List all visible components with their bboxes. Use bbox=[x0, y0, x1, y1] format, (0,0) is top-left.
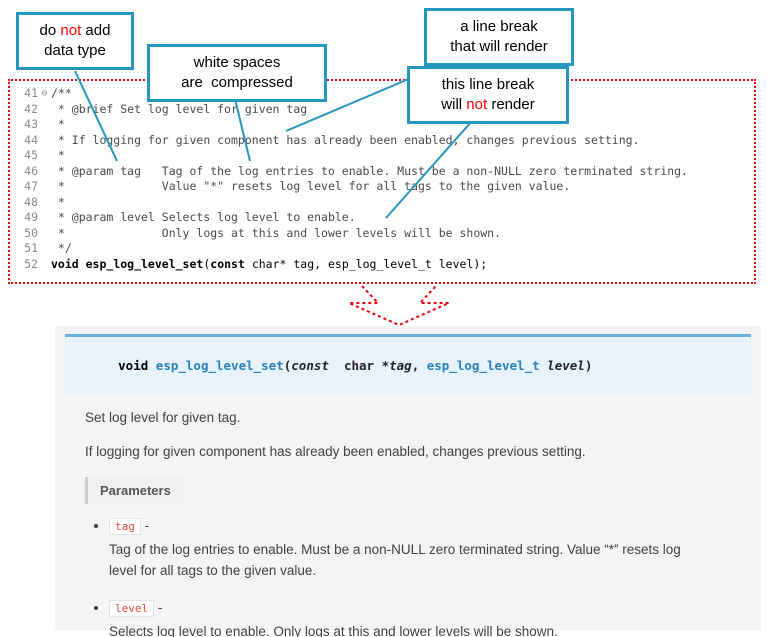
code-text: * Value "*" resets log level for all tag… bbox=[51, 179, 571, 193]
sig-function-name: esp_log_level_set bbox=[155, 358, 284, 373]
code-line: 41 ⊖ /** bbox=[12, 86, 752, 102]
paren: ( bbox=[203, 256, 211, 271]
keyword-void: void bbox=[51, 256, 86, 271]
callout-text: that will render bbox=[450, 38, 548, 55]
code-text: * bbox=[51, 194, 65, 209]
fold-marker-icon bbox=[38, 179, 51, 195]
callout-break-render: a line break that will render bbox=[424, 8, 574, 66]
sig-arg-level: level bbox=[547, 358, 585, 373]
code-text: */ bbox=[51, 241, 72, 255]
parameter-list: tag - Tag of the log entries to enable. … bbox=[85, 518, 737, 637]
callout-text: data type bbox=[44, 42, 106, 59]
fold-marker-icon bbox=[38, 226, 51, 242]
code-text: /** bbox=[51, 86, 72, 100]
line-number: 43 bbox=[24, 117, 38, 131]
code-line: 49 * @param level Selects log level to e… bbox=[12, 210, 752, 226]
sig-arg-tag: tag bbox=[389, 358, 412, 373]
line-number: 48 bbox=[24, 194, 38, 209]
emphasis-not: not bbox=[466, 96, 488, 113]
sig-paren-open: ( bbox=[283, 358, 292, 373]
code-editor-panel: 41 ⊖ /** 42 * @brief Set log level for g… bbox=[8, 79, 756, 284]
callout-break-norender: this line break will not render bbox=[407, 66, 569, 124]
code-text: * @param level Selects log level to enab… bbox=[51, 210, 356, 224]
docs-body: Set log level for given tag. If logging … bbox=[65, 408, 751, 637]
function-signature: void esp_log_level_set(const char *tag, … bbox=[65, 334, 751, 394]
param-dash: - bbox=[157, 599, 163, 615]
code-text: * Only logs at this and lower levels wil… bbox=[51, 225, 502, 240]
param-description: Tag of the log entries to enable. Must b… bbox=[109, 542, 681, 579]
fold-marker-icon bbox=[38, 210, 51, 226]
fold-marker-icon bbox=[38, 195, 51, 211]
line-number: 41 bbox=[24, 86, 38, 100]
emphasis-not: not bbox=[60, 22, 82, 39]
code-text: * If logging for given component has alr… bbox=[51, 132, 640, 147]
function-name: esp_log_level_set bbox=[85, 256, 204, 271]
callout-text: do not add bbox=[39, 22, 111, 39]
sig-comma: , bbox=[411, 358, 427, 373]
sig-const-keyword: const bbox=[291, 358, 337, 373]
param-description: Selects log level to enable. Only logs a… bbox=[109, 623, 558, 637]
fold-marker-icon bbox=[38, 133, 51, 149]
code-line: 48 * bbox=[12, 195, 752, 211]
param-dash: - bbox=[144, 518, 150, 534]
line-number: 49 bbox=[24, 210, 38, 224]
callout-text: are compressed bbox=[181, 74, 293, 91]
line-number: 47 bbox=[24, 179, 38, 193]
fold-marker-icon bbox=[38, 102, 51, 118]
line-number: 52 bbox=[24, 256, 38, 271]
callout-text: white spaces bbox=[193, 54, 281, 71]
code-line: 51 */ bbox=[12, 241, 752, 257]
callout-text: a line break bbox=[460, 18, 538, 35]
fold-marker-icon bbox=[38, 117, 51, 133]
callout-no-datatype: do not add data type bbox=[16, 12, 134, 70]
fold-marker-icon[interactable]: ⊖ bbox=[41, 88, 48, 99]
sig-return-type: void bbox=[118, 358, 156, 373]
param-name-code: tag bbox=[109, 518, 141, 536]
callout-whitespace: white spaces are compressed bbox=[147, 44, 327, 102]
code-line: 44 * If logging for given component has … bbox=[12, 133, 752, 149]
line-number: 42 bbox=[24, 101, 38, 116]
code-line: 46 * @param tag Tag of the log entries t… bbox=[12, 164, 752, 180]
red-dotted-arrow bbox=[348, 285, 450, 327]
code-text: * bbox=[51, 148, 65, 162]
sig-char-type: char * bbox=[336, 358, 390, 373]
rendered-docs-panel: void esp_log_level_set(const char *tag, … bbox=[55, 326, 761, 637]
code-text: * bbox=[51, 117, 65, 131]
callout-text: will not render bbox=[441, 96, 535, 113]
line-number: 44 bbox=[24, 132, 38, 147]
code-line-declaration: 52 void esp_log_level_set(const char* ta… bbox=[12, 257, 752, 273]
param-name-code: level bbox=[109, 599, 155, 617]
fold-marker-icon bbox=[38, 148, 51, 164]
code-line: 50 * Only logs at this and lower levels … bbox=[12, 226, 752, 242]
code-line: 43 * bbox=[12, 117, 752, 133]
callout-text: this line break bbox=[441, 76, 535, 93]
sig-paren-close: ) bbox=[584, 358, 593, 373]
docs-detail-paragraph: If logging for given component has alrea… bbox=[85, 443, 586, 459]
line-number: 45 bbox=[24, 148, 38, 162]
code-line: 42 * @brief Set log level for given tag bbox=[12, 102, 752, 118]
line-number: 50 bbox=[24, 225, 38, 240]
code-text: void esp_log_level_set(const char* tag, … bbox=[51, 257, 487, 273]
fold-marker-icon bbox=[38, 257, 51, 273]
param-item-level: level - Selects log level to enable. Onl… bbox=[109, 599, 737, 637]
keyword-const: const bbox=[210, 256, 245, 271]
fold-marker-icon bbox=[38, 164, 51, 180]
line-number: 46 bbox=[24, 163, 38, 178]
code-line: 45 * bbox=[12, 148, 752, 164]
code-line: 47 * Value "*" resets log level for all … bbox=[12, 179, 752, 195]
parameters-header: Parameters bbox=[85, 477, 183, 505]
line-number: 51 bbox=[24, 241, 38, 255]
docs-brief-paragraph: Set log level for given tag. bbox=[85, 410, 241, 425]
fold-marker-icon bbox=[38, 241, 51, 257]
declaration-rest: char* tag, esp_log_level_t level); bbox=[244, 256, 488, 271]
sig-type-link[interactable]: esp_log_level_t bbox=[426, 358, 540, 373]
code-text: * @brief Set log level for given tag bbox=[51, 101, 308, 116]
param-item-tag: tag - Tag of the log entries to enable. … bbox=[109, 518, 737, 582]
code-text: * @param tag Tag of the log entries to e… bbox=[51, 163, 688, 178]
